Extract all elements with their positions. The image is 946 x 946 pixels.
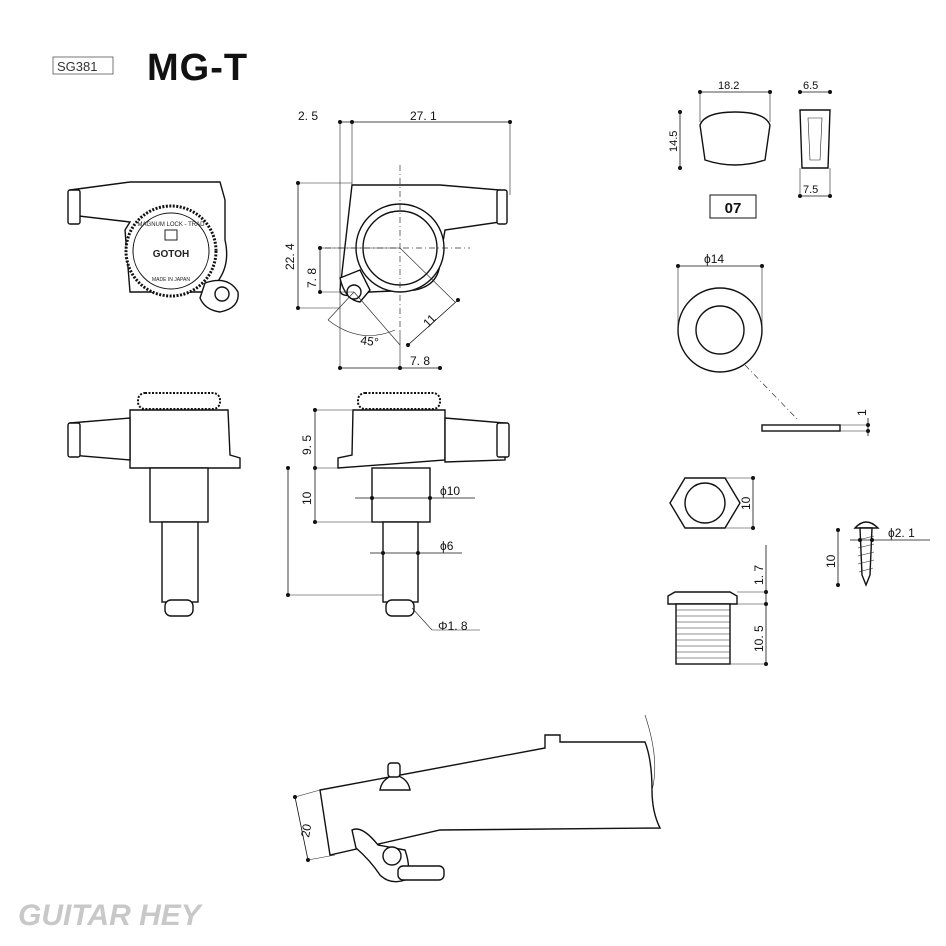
nut-drawing: 10 [669,476,755,530]
dim-height-total: 22. 4 [283,243,297,270]
button-drawing: 18.2 14.5 6.5 7.5 07 [668,80,832,219]
dim-shaft-dia: ϕ10 [440,484,460,498]
dim-nut-size: 10 [739,496,753,510]
dim-headstock-offset: 20 [298,823,314,839]
dim-bottom-offset: 7. 8 [410,354,430,368]
dim-top-width: 27. 1 [410,109,437,123]
dim-button-depth-top: 6.5 [803,80,818,92]
dim-button-height: 14.5 [668,131,680,152]
dim-button-width: 18.2 [718,80,739,92]
screw-drawing: 10 ϕ2. 1 [824,521,930,587]
dim-washer-dia: ϕ14 [704,252,724,266]
model-code: SG381 [57,59,97,74]
washer-drawing: ϕ14 1 [676,252,870,436]
gotoh-logo-icon [164,229,178,241]
dim-post-dia: ϕ6 [440,539,454,553]
tuner-side-render [67,392,241,617]
dim-screw-length: 10 [824,554,838,568]
dim-bushing-length: 10. 5 [752,625,766,652]
dim-top-left-offset: 2. 5 [298,109,318,123]
tuner-front-drawing: 2. 5 27. 1 22. 4 7. 8 45° 11 7. 8 [283,109,512,370]
button-code: 07 [725,200,742,217]
model-title: MG-T [147,47,248,89]
dim-bushing-flange: 1. 7 [752,565,766,585]
dim-shaft-length: 10 [300,491,314,505]
dim-side-height: 9. 5 [300,435,314,455]
dim-hole-dia: Φ1. 8 [438,619,468,633]
tuner-front-render: MAGNUM LOCK - TRAD GOTOH MADE IN JAPAN [67,181,239,313]
knob-ring-text-bottom: MADE IN JAPAN [152,277,190,283]
dim-angle: 45° [360,333,380,349]
knob-ring-text-top: MAGNUM LOCK - TRAD [138,222,206,228]
dim-diag: 11 [420,311,439,330]
button-code-box [709,194,757,219]
tuner-side-drawing: 9. 5 10 ϕ10 ϕ6 Φ1. 8 [286,392,510,633]
dim-hole-height: 7. 8 [305,268,319,288]
bushing-drawing: 1. 7 10. 5 [667,545,768,666]
header: SG381 MG-T [52,47,248,89]
knob-brand: GOTOH [153,249,189,260]
watermark: GUITAR HEY [18,899,204,932]
dim-washer-thickness: 1 [855,409,869,416]
headstock-drawing: 20 [293,714,662,883]
dim-button-depth-bottom: 7.5 [803,184,818,196]
model-code-box [52,56,114,75]
dim-screw-dia: ϕ2. 1 [888,526,915,540]
